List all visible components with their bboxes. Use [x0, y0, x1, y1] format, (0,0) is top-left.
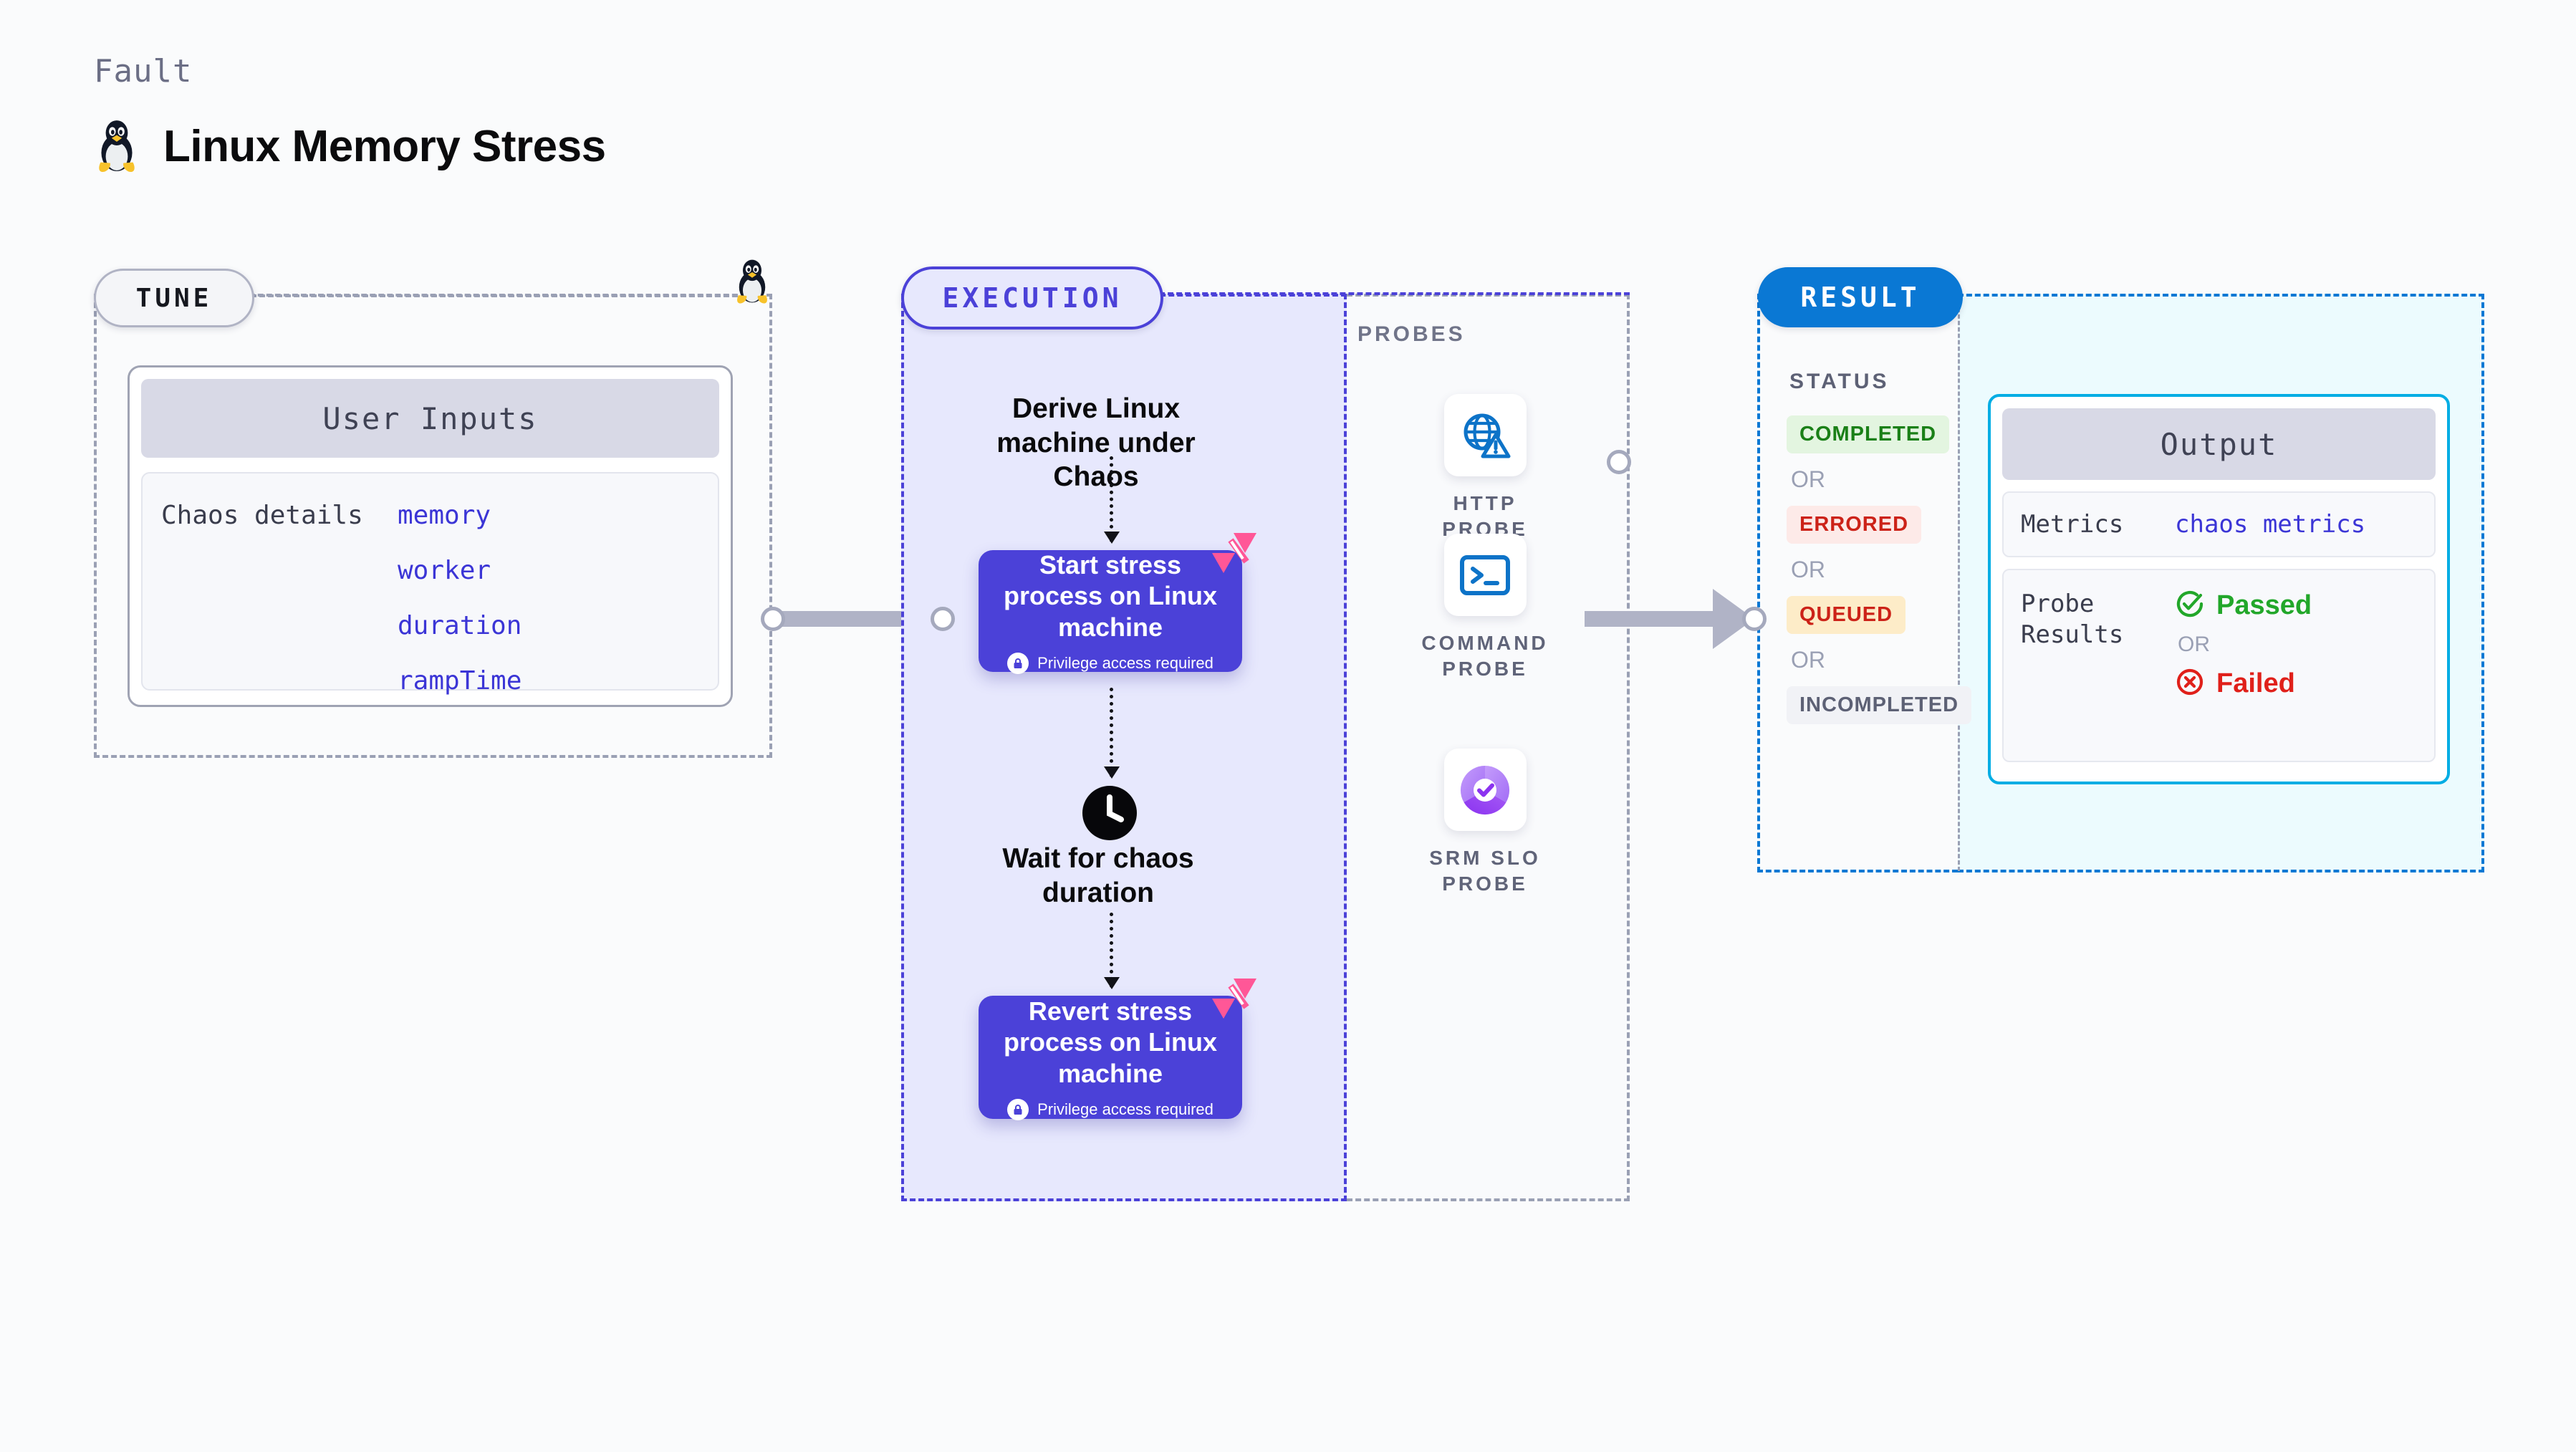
- page-eyebrow: Fault: [94, 53, 193, 90]
- probe-result-or: OR: [2178, 633, 2210, 656]
- status-label: STATUS: [1789, 370, 1890, 393]
- status-or-3: OR: [1791, 647, 1825, 673]
- connector-start-dot: [761, 607, 785, 631]
- connector-end-dot: [931, 607, 955, 631]
- result-badge[interactable]: RESULT: [1758, 267, 1963, 327]
- probe-results-values: Passed OR Failed: [2175, 589, 2312, 701]
- flow-arrow-2: [1104, 688, 1120, 779]
- connector-bar: [1585, 611, 1714, 627]
- status-or-1: OR: [1791, 466, 1825, 492]
- probes-label: PROBES: [1357, 322, 1466, 346]
- clock-icon: [1081, 784, 1138, 842]
- lock-icon: [1007, 1098, 1029, 1120]
- page-header: Linux Memory Stress: [93, 118, 606, 174]
- globe-warning-icon: [1443, 394, 1527, 476]
- probe-label: SRM SLO PROBE: [1429, 847, 1541, 895]
- step-title: Revert stress process on Linux machine: [1003, 996, 1218, 1088]
- privilege-note-label: Privilege access required: [1037, 1100, 1213, 1118]
- connector-end-dot: [1742, 607, 1767, 631]
- probe-results-key: Probe Results: [2021, 590, 2124, 649]
- probes-right-node-dot: [1607, 450, 1631, 474]
- page-title: Linux Memory Stress: [163, 121, 606, 171]
- status-badge-queued: QUEUED: [1787, 596, 1906, 634]
- probe-srm-slo[interactable]: SRM SLO PROBE: [1410, 749, 1560, 898]
- output-header: Output: [2002, 408, 2436, 480]
- output-probe-results-row: Probe Results Passed OR: [2002, 569, 2436, 762]
- output-metrics-row: Metrics chaos metrics: [2002, 491, 2436, 557]
- chaos-details-params: memory worker duration rampTime: [398, 501, 522, 696]
- linux-tux-icon: [93, 118, 140, 174]
- metrics-value: chaos metrics: [2175, 510, 2366, 539]
- failed-label: Failed: [2216, 668, 2295, 698]
- param-duration: duration: [398, 611, 522, 640]
- chaos-details-row: Chaos details memory worker duration ram…: [141, 472, 719, 696]
- status-badge-errored: ERRORED: [1787, 506, 1922, 544]
- user-inputs-card: User Inputs Chaos details memory worker …: [128, 365, 733, 707]
- execution-badge[interactable]: EXECUTION: [901, 266, 1163, 330]
- param-ramptime: rampTime: [398, 666, 522, 696]
- passed-label: Passed: [2216, 590, 2312, 620]
- execution-step-derive: Derive Linux machine under Chaos: [996, 393, 1196, 493]
- result-panel-divider: [1958, 295, 1960, 871]
- terminal-icon: [1443, 534, 1527, 616]
- execution-step-revert-stress[interactable]: Revert stress process on Linux machine P…: [979, 979, 1256, 1120]
- probe-command[interactable]: COMMAND PROBE: [1410, 534, 1560, 683]
- chaos-details-label: Chaos details: [161, 501, 363, 530]
- privilege-note-label: Privilege access required: [1037, 653, 1213, 672]
- tune-top-leader-line: [251, 294, 738, 297]
- privilege-note: Privilege access required: [1007, 1098, 1213, 1120]
- step-title: Start stress process on Linux machine: [1003, 550, 1218, 642]
- flow-arrow-1: [1104, 456, 1120, 544]
- probe-label: COMMAND PROBE: [1421, 632, 1549, 681]
- lock-icon: [1007, 652, 1029, 674]
- execution-step-start-stress[interactable]: Start stress process on Linux machine Pr…: [979, 533, 1256, 674]
- param-memory: memory: [398, 501, 491, 530]
- metrics-key: Metrics: [2021, 509, 2124, 539]
- param-worker: worker: [398, 556, 491, 585]
- status-list: COMPLETED OR ERRORED OR QUEUED OR INCOMP…: [1787, 415, 1972, 724]
- x-circle-icon: [2175, 667, 2205, 701]
- status-or-2: OR: [1791, 557, 1825, 582]
- output-card: Output Metrics chaos metrics Probe Resul…: [1988, 394, 2450, 784]
- status-badge-incompleted: INCOMPLETED: [1787, 686, 1972, 724]
- probe-http[interactable]: HTTP PROBE: [1410, 394, 1560, 543]
- harness-logo-icon: [1209, 532, 1259, 576]
- status-badge-completed: COMPLETED: [1787, 415, 1950, 453]
- tune-badge[interactable]: TUNE: [94, 269, 254, 327]
- execution-top-leader-line: [1142, 292, 1630, 295]
- probe-result-passed: Passed: [2175, 589, 2312, 622]
- user-inputs-header: User Inputs: [141, 379, 719, 458]
- connector-execution-to-result: [1585, 589, 1767, 649]
- check-circle-icon: [2175, 589, 2205, 622]
- slo-donut-check-icon: [1443, 749, 1527, 831]
- tune-linux-tux-icon: [732, 258, 772, 309]
- connector-bar: [773, 611, 902, 627]
- flow-arrow-3: [1104, 913, 1120, 989]
- harness-logo-icon: [1209, 977, 1259, 1021]
- execution-step-wait: Wait for chaos duration: [1002, 843, 1194, 908]
- privilege-note: Privilege access required: [1007, 652, 1213, 674]
- probe-result-failed: Failed: [2175, 667, 2312, 701]
